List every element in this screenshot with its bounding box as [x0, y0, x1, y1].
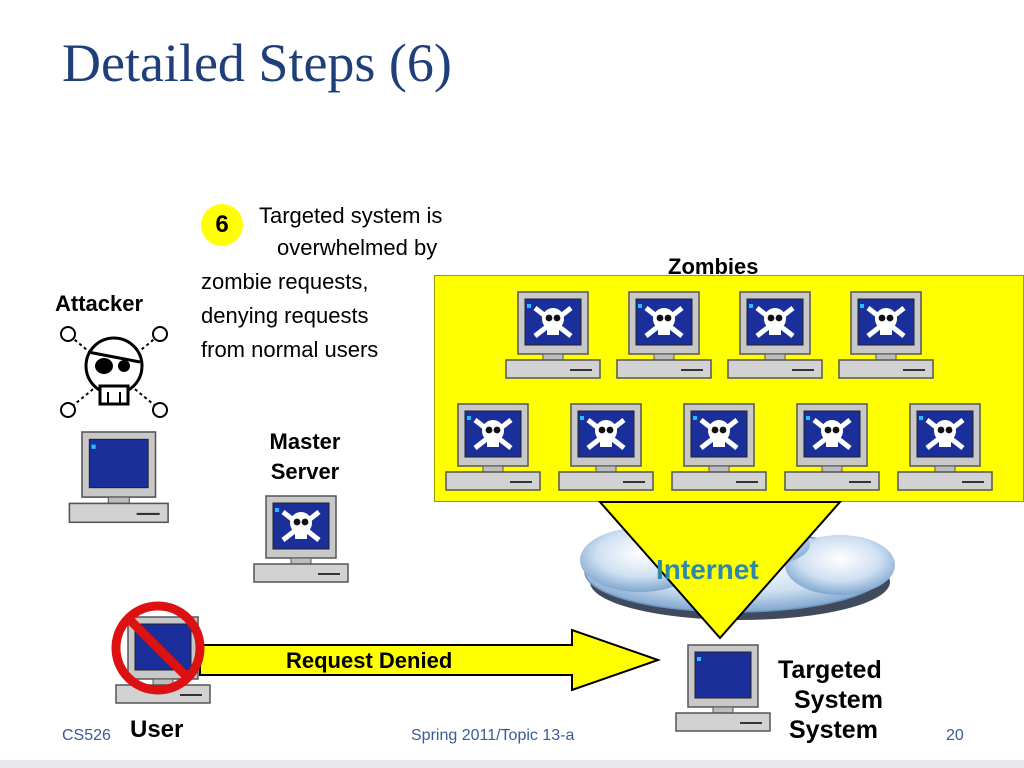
master-server-computer-icon	[254, 496, 348, 582]
step-text-line-2: overwhelmed by	[277, 235, 438, 260]
request-denied-label: Request Denied	[286, 648, 453, 673]
bottom-bar	[0, 760, 1024, 768]
step-text-line-1: Targeted system is	[259, 203, 443, 228]
footer-page-number: 20	[946, 727, 964, 744]
target-computer-icon	[675, 644, 771, 732]
master-server-label-line-1: Master	[269, 429, 341, 454]
target-label-line-1: Targeted	[778, 656, 882, 684]
attacker-computer-icon	[68, 430, 170, 524]
zombie-computer-icon	[617, 292, 711, 378]
zombie-computer-icon	[785, 404, 879, 490]
zombie-attack-arrow	[597, 501, 843, 640]
step-number-badge: 6	[201, 204, 243, 246]
step-text-line-3: zombie requests,	[201, 269, 369, 294]
zombie-computer-icon	[728, 292, 822, 378]
step-text-line-5: from normal users	[201, 337, 379, 362]
master-server-label-line-2: Server	[270, 459, 340, 484]
attacker-skull-icon	[60, 326, 168, 418]
zombies-label: Zombies	[668, 254, 759, 279]
request-denied-arrow	[199, 628, 662, 692]
zombie-computer-icon	[559, 404, 653, 490]
zombie-computer-icon	[672, 404, 766, 490]
internet-label: Internet	[656, 554, 759, 585]
footer-term: Spring 2011/Topic 13-a	[411, 727, 575, 744]
target-label-line-2: System	[794, 686, 883, 714]
slide-title: Detailed Steps (6)	[62, 33, 452, 93]
target-label-line-3: System	[789, 716, 878, 744]
zombie-computer-icon	[446, 404, 540, 490]
attacker-label: Attacker	[55, 291, 144, 316]
prohibited-icon	[111, 601, 205, 695]
zombie-computer-icon	[506, 292, 600, 378]
zombie-computer-icon	[898, 404, 992, 490]
zombie-computer-icon	[839, 292, 933, 378]
step-text-line-4: denying requests	[201, 303, 369, 328]
footer-course: CS526	[62, 727, 111, 744]
user-label: User	[130, 716, 184, 743]
